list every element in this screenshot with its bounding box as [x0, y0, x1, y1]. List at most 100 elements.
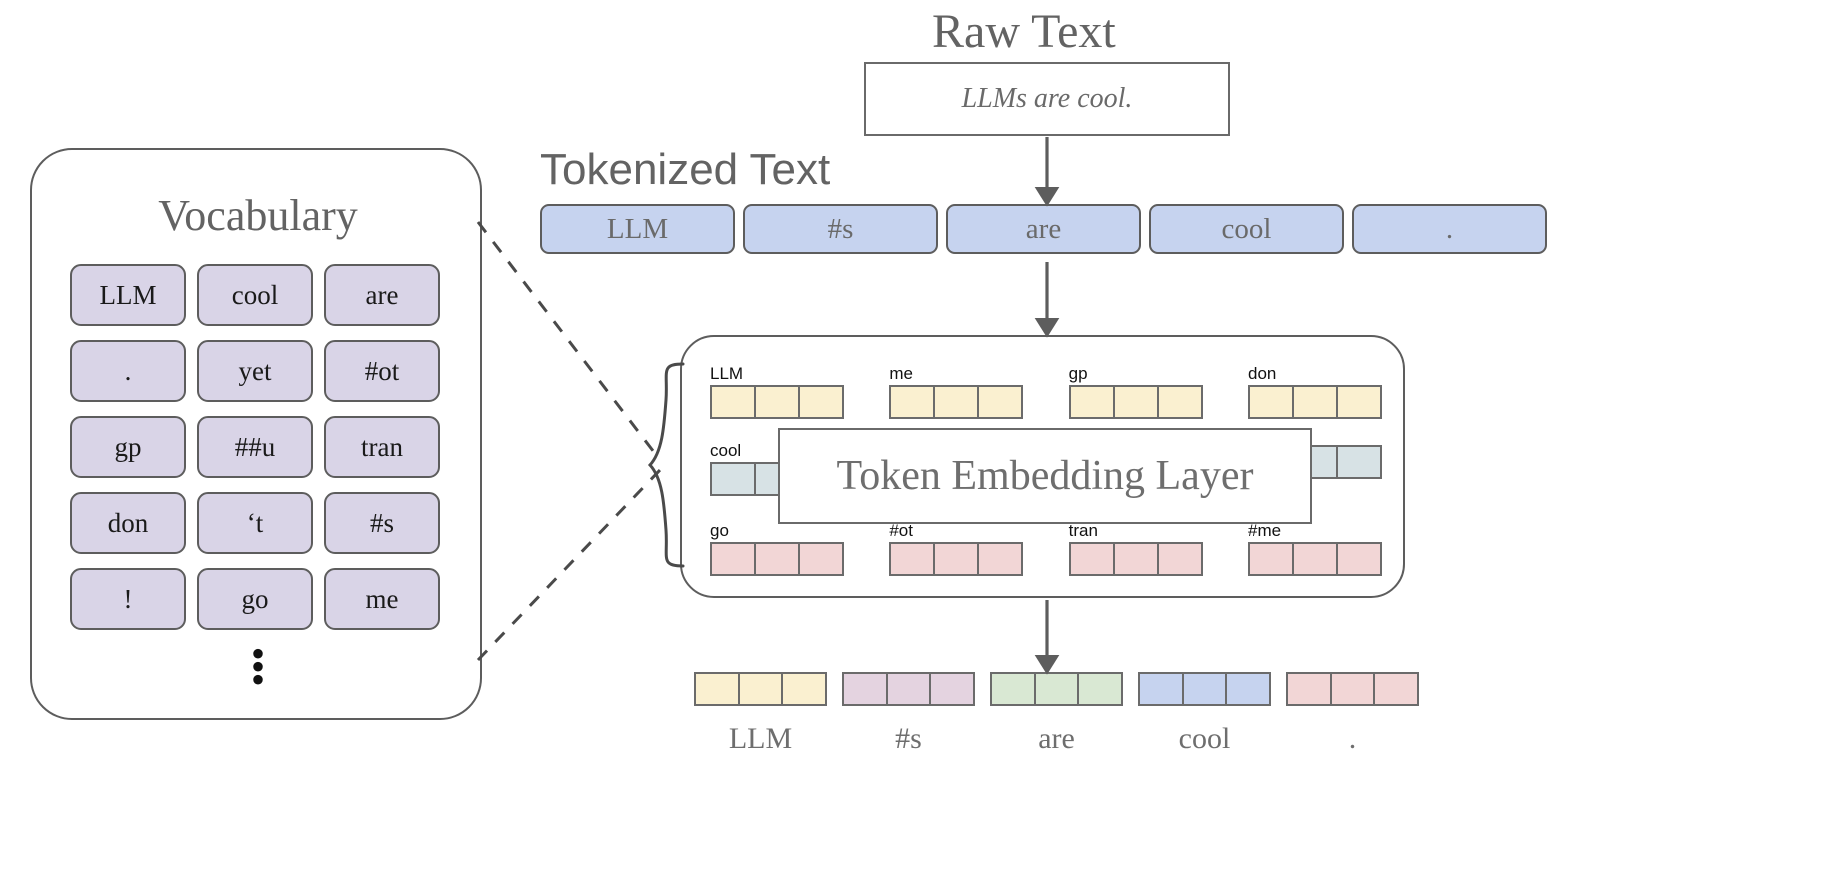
vocabulary-more-indicator: • • •	[32, 634, 484, 702]
output-vector	[694, 672, 827, 706]
vector-cell	[1293, 544, 1338, 574]
output-embedding-label: cool	[1178, 722, 1231, 755]
vector-cell	[739, 674, 784, 704]
output-vector	[1138, 672, 1271, 706]
embedding-vector-item[interactable]: don	[1247, 364, 1382, 419]
output-embedding-item[interactable]: #s	[842, 672, 975, 756]
vocab-token[interactable]: cool	[197, 264, 313, 326]
vocab-token[interactable]: are	[324, 264, 440, 326]
embedding-vector-label: #me	[1247, 521, 1282, 540]
vector-cell	[756, 387, 800, 417]
vocab-token[interactable]: yet	[197, 340, 313, 402]
embedding-vector	[889, 542, 1024, 576]
vector-cell	[1114, 387, 1159, 417]
vector-cell	[800, 544, 842, 574]
output-embedding-label: #s	[895, 722, 922, 755]
embedding-vector	[1247, 542, 1382, 576]
embedding-vector	[1068, 542, 1203, 576]
embedding-vector-label: me	[889, 364, 913, 383]
vector-cell	[844, 674, 888, 704]
token-chip[interactable]: #s	[743, 204, 938, 254]
ellipsis-dot: •	[250, 656, 265, 702]
vocab-token[interactable]: tran	[324, 416, 440, 478]
dashed-line-top	[476, 221, 662, 461]
vocab-token[interactable]: #s	[324, 492, 440, 554]
vector-cell	[756, 544, 800, 574]
embedding-vector-item[interactable]: tran	[1068, 522, 1203, 576]
tokenized-text-row: LLM #s are cool .	[540, 204, 1547, 254]
raw-text-box[interactable]: LLMs are cool.	[864, 62, 1230, 136]
output-vector	[842, 672, 975, 706]
embedding-vector-item[interactable]: #me	[1247, 521, 1382, 576]
curly-brace	[647, 362, 685, 568]
embedding-vector-item[interactable]: gp	[1068, 364, 1203, 419]
token-chip[interactable]: .	[1352, 204, 1547, 254]
vocab-token[interactable]: .	[70, 340, 186, 402]
vocabulary-title: Vocabulary	[158, 191, 358, 240]
vector-cell	[979, 544, 1022, 574]
vocab-token[interactable]: me	[324, 568, 440, 630]
output-embedding-item[interactable]: are	[990, 672, 1123, 756]
embedding-vector-label: #ot	[889, 521, 913, 540]
token-embedding-layer-label: Token Embedding Layer	[836, 453, 1254, 499]
vocabulary-grid: LLM cool are . yet #ot gp ##u tran don ‘…	[70, 264, 452, 630]
vocabulary-panel: Vocabulary LLM cool are . yet #ot gp ##u…	[30, 148, 482, 720]
vector-cell	[891, 387, 936, 417]
output-embedding-item[interactable]: LLM	[694, 672, 827, 756]
vocab-token[interactable]: ‘t	[197, 492, 313, 554]
output-embedding-item[interactable]: cool	[1138, 672, 1271, 756]
embedding-vector	[710, 542, 844, 576]
vector-cell	[1293, 387, 1338, 417]
embedding-vector-label: cool	[710, 441, 742, 460]
vector-cell	[887, 674, 932, 704]
vector-cell	[979, 387, 1022, 417]
vector-cell	[1070, 544, 1115, 574]
embedding-vector-item[interactable]: me	[889, 364, 1024, 419]
output-embeddings-row: LLM #s are cool	[694, 672, 1419, 756]
vocab-token[interactable]: #ot	[324, 340, 440, 402]
embedding-vector-label: don	[1247, 364, 1277, 383]
vector-cell	[1070, 387, 1115, 417]
token-chip[interactable]: cool	[1149, 204, 1344, 254]
vocab-token[interactable]: gp	[70, 416, 186, 478]
vector-cell	[712, 387, 756, 417]
embedding-vector	[889, 385, 1024, 419]
embedding-vector-label: gp	[1068, 364, 1088, 383]
vector-cell	[992, 674, 1036, 704]
vector-cell	[800, 387, 842, 417]
vector-cell	[712, 464, 756, 494]
vector-cell	[1249, 387, 1294, 417]
output-embedding-label: LLM	[728, 722, 793, 755]
vector-cell	[891, 544, 936, 574]
vector-cell	[1337, 447, 1380, 477]
vector-cell	[1183, 674, 1228, 704]
vocab-token[interactable]: ##u	[197, 416, 313, 478]
embedding-row-pink: go #ot tran	[710, 522, 1382, 576]
vector-cell	[696, 674, 740, 704]
vocab-token[interactable]: go	[197, 568, 313, 630]
vector-cell	[1158, 387, 1201, 417]
vocab-token[interactable]: don	[70, 492, 186, 554]
embedding-vector-label: go	[710, 521, 729, 540]
vocab-token[interactable]: !	[70, 568, 186, 630]
token-chip[interactable]: LLM	[540, 204, 735, 254]
output-embedding-label: are	[1038, 722, 1075, 755]
vector-cell	[1337, 544, 1380, 574]
raw-text-value: LLMs are cool.	[961, 83, 1133, 114]
vector-cell	[1288, 674, 1332, 704]
vector-cell	[1158, 544, 1201, 574]
vector-cell	[1114, 544, 1159, 574]
dashed-line-bottom	[476, 468, 662, 662]
tokenized-text-title: Tokenized Text	[540, 145, 831, 194]
vocab-token[interactable]: LLM	[70, 264, 186, 326]
raw-text-title: Raw Text	[932, 5, 1116, 58]
vector-cell	[783, 674, 826, 704]
embedding-vector-label: LLM	[710, 364, 744, 383]
token-chip[interactable]: are	[946, 204, 1141, 254]
vector-cell	[1140, 674, 1184, 704]
output-embedding-item[interactable]: .	[1286, 672, 1419, 756]
vector-cell	[931, 674, 974, 704]
embedding-vector-item[interactable]: go	[710, 522, 844, 576]
embedding-vector-item[interactable]: #ot	[889, 521, 1024, 576]
embedding-vector-item[interactable]: LLM	[710, 365, 844, 419]
